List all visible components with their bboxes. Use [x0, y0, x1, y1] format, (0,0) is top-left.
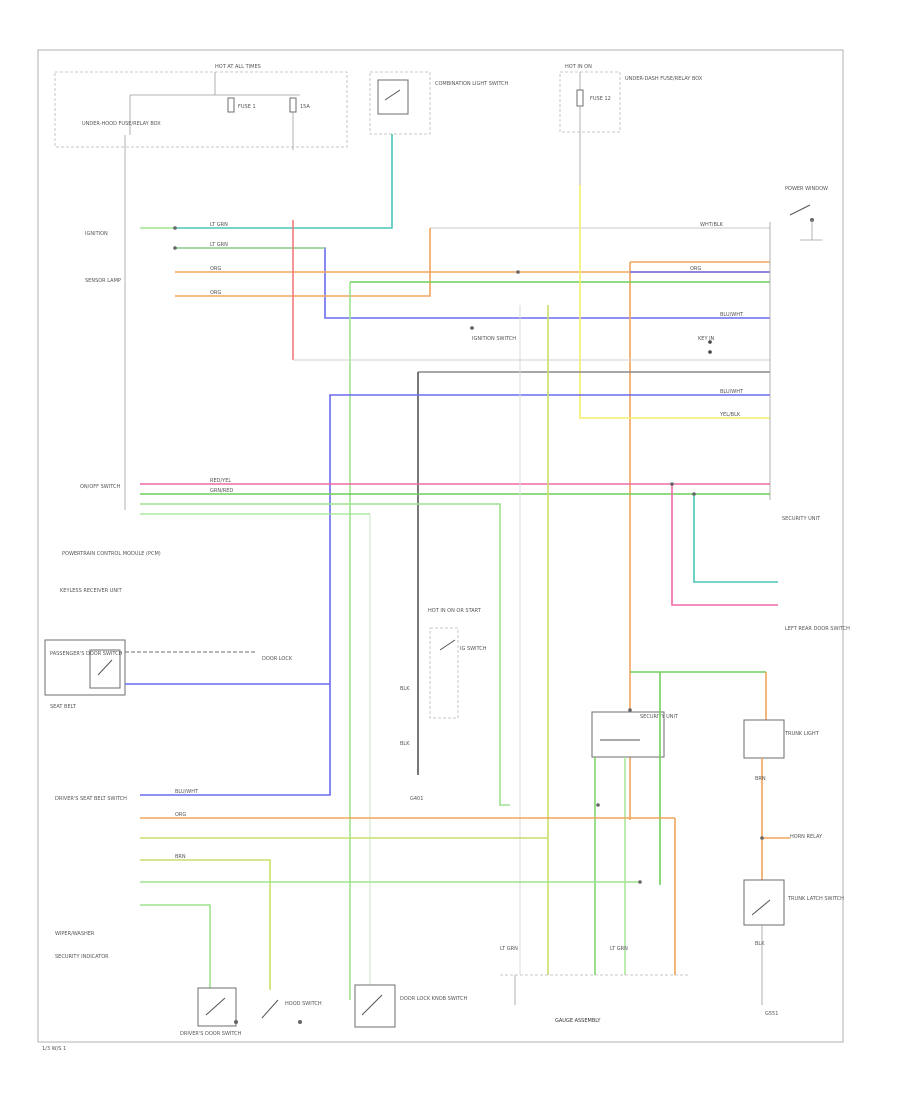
yellow-wire	[579, 185, 770, 419]
under-hood-fuse-label: UNDER-HOOD FUSE/RELAY BOX	[82, 121, 161, 127]
wire-color-label: LT GRN	[610, 946, 628, 952]
wire-color-label: BLU/WHT	[720, 312, 744, 318]
hot-in-on-fuse: HOT IN ON FUSE 12 UNDER-DASH FUSE/RELAY …	[559, 64, 703, 185]
hood-switch-top: POWER WINDOW	[785, 186, 828, 241]
driver-seat-belt-label: DRIVER'S SEAT BELT SWITCH	[55, 796, 127, 802]
switch-contact-icon	[361, 994, 383, 1016]
wire-color-label: ORG	[210, 266, 221, 272]
security-unit-box: SECURITY UNIT	[591, 671, 766, 975]
wire-color-label: GRN/RED	[210, 488, 233, 494]
yellowgreen-wire	[140, 859, 271, 990]
wiper-label: WIPER/WASHER	[55, 931, 95, 937]
fuse-no2-label: FUSE 12	[590, 96, 611, 102]
wire-color-label: LT GRN	[210, 242, 228, 248]
teal-wire	[175, 134, 393, 229]
switch-contact-icon	[205, 997, 226, 1016]
security-unit-label: SECURITY UNIT	[782, 516, 821, 522]
blue-wire	[140, 394, 770, 796]
lightgreen-wire	[140, 503, 510, 806]
wire-color-label: BLK	[400, 686, 410, 692]
hood-switch-label: HOOD SWITCH	[285, 1001, 322, 1007]
gauge-assembly-label: GAUGE ASSEMBLY	[555, 1018, 601, 1024]
hot-at-all-times-label: HOT AT ALL TIMES	[215, 64, 261, 70]
wire-color-label: ORG	[175, 812, 186, 818]
pcm-label: POWERTRAIN CONTROL MODULE (PCM)	[62, 551, 161, 557]
gauge-assembly: GAUGE ASSEMBLY	[500, 974, 690, 1024]
switch-contact-icon	[261, 999, 279, 1019]
keyless-receiver-label: KEYLESS RECEIVER UNIT	[60, 588, 123, 594]
door-lock-label: DOOR LOCK	[262, 656, 293, 662]
passenger-door-label: PASSENGER'S DOOR SWITCH	[50, 651, 123, 657]
bottom-switch-2: HOOD SWITCH	[261, 999, 322, 1024]
wire-color-label: RED/YEL	[210, 478, 231, 484]
trunk-light-label: TRUNK LIGHT	[784, 731, 820, 737]
switch-contact-icon	[751, 899, 771, 916]
junction-nodes	[173, 226, 764, 884]
wire-color-label: YEL/BLK	[719, 412, 741, 418]
fuse-label: FUSE 1	[238, 104, 256, 110]
ig-switch-label: IG SWITCH	[460, 646, 487, 652]
wire-color-label: BRN	[175, 854, 186, 860]
switch-contact-icon	[97, 659, 113, 676]
fuse-icon	[227, 97, 235, 113]
wire-color-label: LT GRN	[500, 946, 518, 952]
key-lock-label: KEY IN	[698, 336, 715, 342]
wire-color-label: LT GRN	[210, 222, 228, 228]
driver-door-label: DRIVER'S DOOR SWITCH	[180, 1031, 242, 1037]
blue-wire	[175, 247, 770, 319]
g401-label: G401	[410, 796, 423, 802]
under-dash-fuse-label: UNDER-DASH FUSE/RELAY BOX	[625, 76, 703, 82]
switch-contact-icon	[439, 639, 456, 651]
diagram-frame	[37, 49, 844, 1043]
lower-left-wires: DRIVER'S SEAT BELT SWITCH WIPER/WASHER S…	[55, 796, 676, 990]
passenger-door-switch: PASSENGER'S DOOR SWITCH DOOR LOCK SEAT B…	[44, 639, 330, 710]
under-hood-fuse-box: HOT AT ALL TIMES FUSE 1 15A UNDER-HOOD F…	[54, 64, 348, 150]
wire-color-label: ORG	[210, 290, 221, 296]
fuse-icon	[576, 89, 584, 107]
fuse-icon	[289, 97, 297, 113]
fuse-rating-label: 15A	[300, 104, 310, 110]
pink-wire	[671, 484, 778, 606]
ignition-switch-block: HOT IN ON OR START IG SWITCH G401	[410, 608, 487, 802]
sensor-lamp-label: SENSOR LAMP	[85, 278, 121, 284]
orange-wire	[175, 228, 431, 297]
seat-belt-label: SEAT BELT	[50, 704, 77, 710]
switch-contact-icon	[789, 204, 811, 216]
g551-label: G551	[765, 1011, 778, 1017]
ign-switch-label: IGNITION SWITCH	[472, 336, 516, 342]
hot-in-on-start-label: HOT IN ON OR START	[428, 608, 482, 614]
wire-color-label: BLU/WHT	[720, 389, 744, 395]
wire-color-label: BLU/WHT	[175, 789, 199, 795]
diagram-code: 1/3 W/S 1	[42, 1046, 66, 1052]
lightgreen-wire	[140, 904, 211, 990]
on-switch-label: ON/OFF SWITCH	[80, 484, 120, 490]
trunk-latch-label: TRUNK LATCH SWITCH	[787, 896, 844, 902]
trunk-light-chain: TRUNK LIGHT HORN RELAY TRUNK LATCH SWITC…	[743, 672, 844, 1017]
wire-color-label: ORG	[690, 266, 701, 272]
switch-contact-icon	[384, 89, 401, 101]
teal-wire	[693, 494, 778, 583]
wire-color-label: BLK	[400, 741, 410, 747]
security-indicator-label: SECURITY INDICATOR	[55, 954, 109, 960]
wire-color-label: BLK	[755, 941, 765, 947]
power-window-label: POWER WINDOW	[785, 186, 828, 192]
combination-light-switch: COMBINATION LIGHT SWITCH	[369, 71, 509, 135]
horn-relay-label: HORN RELAY	[790, 834, 823, 840]
wire-color-label: WHT/BLK	[700, 222, 724, 228]
bottom-switch-1: DRIVER'S DOOR SWITCH	[180, 987, 242, 1037]
bottom-switch-3: DOOR LOCK KNOB SWITCH	[354, 984, 468, 1028]
left-rear-door-label: LEFT REAR DOOR SWITCH	[785, 626, 850, 632]
ignition-label: IGNITION	[85, 231, 108, 237]
combination-light-switch-label: COMBINATION LIGHT SWITCH	[435, 81, 509, 87]
door-lock-switch-label: DOOR LOCK KNOB SWITCH	[400, 996, 468, 1002]
wire-color-label: BRN	[755, 776, 766, 782]
hot-in-on-label: HOT IN ON	[565, 64, 592, 70]
